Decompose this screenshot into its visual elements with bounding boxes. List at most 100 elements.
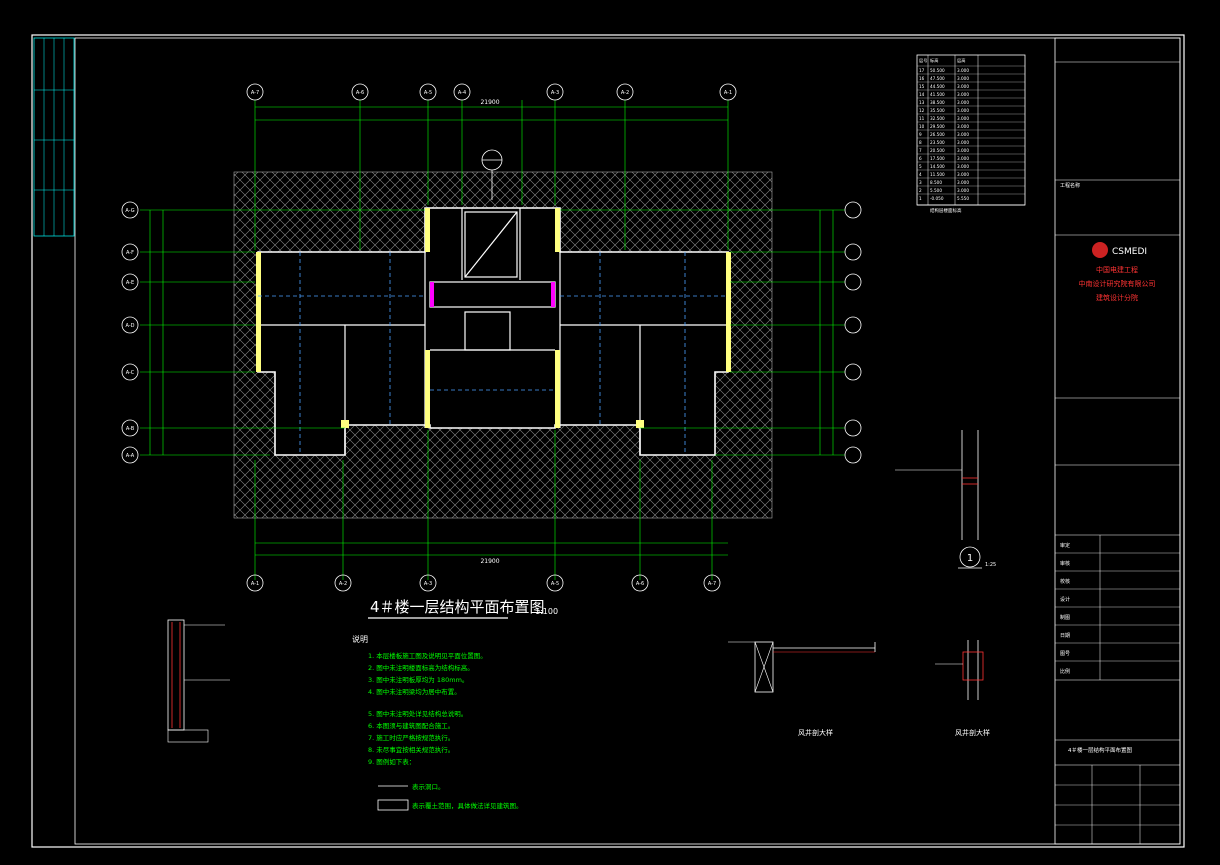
story-cell: 5.550 [957,196,969,201]
beam-detail-1 [728,641,876,693]
story-header-3: 层高 [957,57,965,64]
story-cell: 29.500 [930,124,945,129]
axis-label-bottom-6: A-7 [708,581,716,587]
story-cell: 6 [919,156,922,161]
axis-label-bottom-2: A-2 [339,581,347,587]
axis-label-top-7: A-1 [724,90,732,96]
column-section-detail [895,430,982,569]
story-cell: 14 [919,92,925,97]
axis-label-side-4: A-D [126,323,135,329]
project-label: 工程名称 [1060,182,1080,189]
story-cell: 3.000 [957,164,969,169]
story-cell: 2 [919,188,922,193]
axis-label-side-3: A-E [126,280,134,286]
story-cell: 32.500 [930,116,945,121]
beam-detail-2 [935,640,984,700]
note-item-2: 2. 图中未注明楼面标高为结构标高。 [368,663,474,672]
axis-label-side-5: A-C [126,370,135,376]
role-1: 审定 [1060,542,1070,549]
company-logo-icon [1092,242,1108,258]
story-cell: 3.000 [957,68,969,73]
story-cell: 35.500 [930,108,945,113]
title-block-drawing-name: 4＃楼一层结构平面布置图 [1068,746,1133,754]
story-cell: 38.500 [930,100,945,105]
story-cell: 3.000 [957,148,969,153]
story-cell: 5 [919,164,922,169]
story-header-2: 标高 [930,57,938,64]
axis-label-bottom-5: A-6 [636,581,644,587]
legend-item-2: 表示覆土范围，具体做法详见建筑图。 [412,801,523,810]
story-cell: 3.000 [957,100,969,105]
story-cell: 7 [919,148,922,153]
axis-label-side-7: A-A [126,453,135,459]
detail-label-2: 风井剖大样 [955,728,990,737]
notes-heading: 说明 [352,634,368,644]
role-5: 制图 [1060,614,1070,621]
note-item-5: 5. 图中未注明处详见结构总说明。 [368,709,467,718]
dim-top-total: 21900 [480,99,499,106]
story-cell: 3.000 [957,108,969,113]
story-header-1: 层号 [919,58,927,64]
note-item-1: 1. 本层楼板施工图及说明见平面位置图。 [368,651,487,660]
story-cell: 3.000 [957,92,969,97]
title-block-roles: 审定 审核 校核 设计 制图 日期 图号 比例 [1060,542,1070,675]
role-2: 审核 [1060,560,1070,567]
story-cell: 3.000 [957,84,969,89]
story-cell: 11 [919,116,925,121]
note-item-9: 9. 图例如下表： [368,757,415,766]
dimension-lines [149,106,834,556]
story-cell: 3.000 [957,156,969,161]
axis-label-top-5: A-3 [551,90,559,96]
outer-frame [31,34,1185,848]
note-item-8: 8. 未尽事宜按相关规范执行。 [368,745,454,754]
role-4: 设计 [1060,596,1070,603]
story-cell: 17.500 [930,156,945,161]
company-cn-1: 中国电建工程 [1096,265,1138,274]
axis-label-top-6: A-2 [621,90,629,96]
story-cell: 4 [919,172,922,177]
axis-label-bottom-3: A-3 [424,581,432,587]
note-item-4: 4. 图中未注明梁均为居中布置。 [368,687,461,696]
story-cell: 3.000 [957,140,969,145]
story-cell: 13 [919,100,925,105]
story-cell: 10 [919,124,925,129]
building-plan[interactable] [256,207,731,456]
story-cell: -0.050 [930,196,944,201]
section-marker-top [481,149,503,200]
title-block [1054,37,1181,845]
story-cell: 44.500 [930,84,945,89]
axis-bubbles-bottom: A-1 A-2 A-3 A-5 A-6 A-7 [246,574,721,592]
story-cell: 8 [919,140,922,145]
story-cell: 23.500 [930,140,945,145]
company-cn-2: 中南设计研究院有限公司 [1079,279,1156,288]
detail-label-1: 风井剖大样 [798,728,833,737]
story-cell: 41.500 [930,92,945,97]
axis-label-top-2: A-6 [356,90,364,96]
story-cell: 3.000 [957,180,969,185]
story-cell: 3 [919,180,922,185]
story-cell: 3.000 [957,76,969,81]
axis-label-top-4: A-4 [458,90,466,96]
story-cell: 26.500 [930,132,945,137]
story-cell: 15 [919,84,925,89]
story-cell: 16 [919,76,925,81]
axis-label-side-2: A-F [126,250,134,256]
note-item-6: 6. 本图须与建筑图配合施工。 [368,721,454,730]
axis-label-top-3: A-5 [424,90,432,96]
story-cell: 3.000 [957,188,969,193]
story-table-cells: 层号 标高 层高 [919,57,965,64]
story-cell: 3.000 [957,132,969,137]
role-6: 日期 [1060,633,1070,639]
note-item-7: 7. 施工时应严格按规范执行。 [368,733,454,742]
role-7: 图号 [1060,651,1070,657]
story-cell: 11.500 [930,172,945,177]
story-cell: 1 [919,196,922,201]
drawing-title: 4＃楼一层结构平面布置图 [370,598,545,616]
notes-block: 说明 1. 本层楼板施工图及说明见平面位置图。 2. 图中未注明楼面标高为结构标… [352,634,523,811]
story-cell: 12 [919,108,925,113]
story-cell: 3.000 [957,124,969,129]
binding-strip [33,37,75,237]
story-table-footer: 结构层楼面标高 [930,207,962,214]
